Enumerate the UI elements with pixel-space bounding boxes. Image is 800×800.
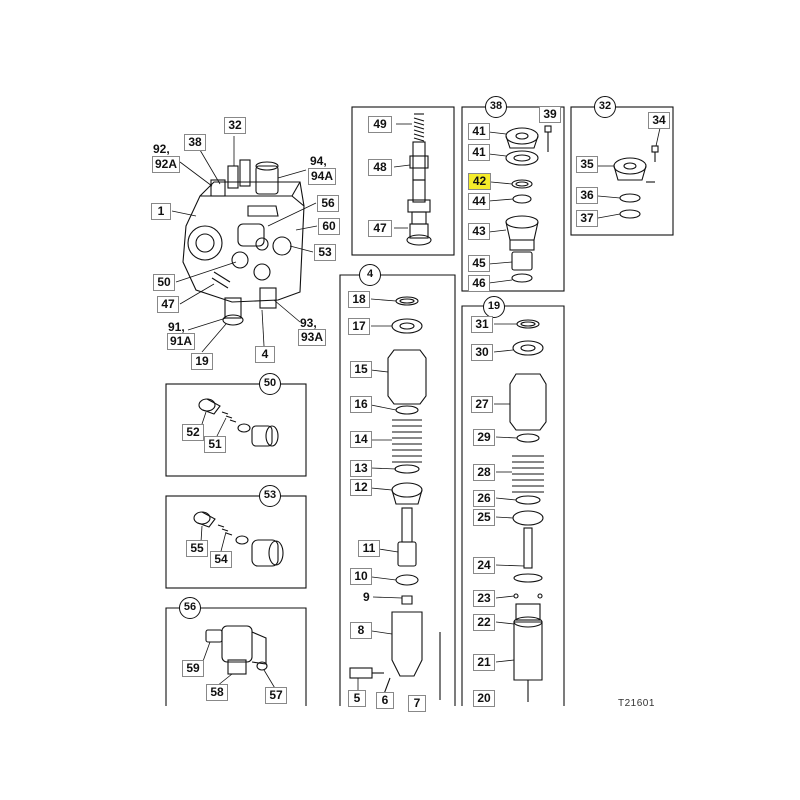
callout-47-spool: 47 <box>368 220 392 237</box>
group-circle-4: 4 <box>359 264 381 286</box>
panel-32 <box>570 106 674 236</box>
callout-26: 26 <box>473 490 495 507</box>
panel-53 <box>165 495 307 589</box>
callout-49: 49 <box>368 116 392 133</box>
callout-54: 54 <box>210 551 232 568</box>
callout-42-highlighted: 42 <box>468 173 491 190</box>
callout-45: 45 <box>468 255 490 272</box>
callout-38: 38 <box>184 134 206 151</box>
callout-44: 44 <box>468 193 490 210</box>
panel-49-47 <box>351 106 455 256</box>
callout-1: 1 <box>151 203 171 220</box>
callout-22: 22 <box>473 614 495 631</box>
callout-29: 29 <box>473 429 495 446</box>
panel-56 <box>165 607 307 706</box>
callout-19: 19 <box>191 353 213 370</box>
callout-30: 30 <box>471 344 493 361</box>
callout-37: 37 <box>576 210 598 227</box>
callout-6: 6 <box>376 692 394 709</box>
panel-38 <box>461 106 565 292</box>
solenoid-assembly-56 <box>205 625 268 675</box>
callout-93: 93, <box>300 316 317 330</box>
callout-4: 4 <box>255 346 275 363</box>
callout-10: 10 <box>350 568 372 585</box>
callout-28: 28 <box>473 464 495 481</box>
callout-5: 5 <box>348 690 366 707</box>
group-circle-50: 50 <box>259 373 281 395</box>
callout-12: 12 <box>350 479 372 496</box>
callout-17: 17 <box>348 318 370 335</box>
callout-11: 11 <box>358 540 380 557</box>
spool-assembly-47-49 <box>406 113 432 246</box>
callout-7: 7 <box>408 695 426 712</box>
callout-53: 53 <box>314 244 336 261</box>
spool-section-4 <box>349 296 441 700</box>
relief-kit-53 <box>193 511 284 567</box>
callout-18: 18 <box>348 291 370 308</box>
callout-15: 15 <box>350 361 372 378</box>
panel-50 <box>165 383 307 477</box>
callout-41-top: 41 <box>468 123 490 140</box>
drawing-reference-code: T21601 <box>618 698 655 709</box>
callout-92: 92, <box>153 142 170 156</box>
callout-39: 39 <box>539 106 561 123</box>
callout-94: 94, <box>310 154 327 168</box>
callout-24: 24 <box>473 557 495 574</box>
callout-25: 25 <box>473 509 495 526</box>
callout-20: 20 <box>473 690 495 707</box>
callout-36: 36 <box>576 187 598 204</box>
callout-92a: 92A <box>152 156 180 173</box>
callout-50: 50 <box>153 274 175 291</box>
panel-19 <box>461 305 565 706</box>
spool-section-19 <box>509 319 547 702</box>
group-circle-56: 56 <box>179 597 201 619</box>
callout-48: 48 <box>368 159 392 176</box>
callout-47: 47 <box>157 296 179 313</box>
callout-46: 46 <box>468 275 490 292</box>
callout-21: 21 <box>473 654 495 671</box>
callout-91: 91, <box>168 320 185 334</box>
callout-27: 27 <box>471 396 493 413</box>
callout-94a: 94A <box>308 168 336 185</box>
callout-14: 14 <box>350 431 372 448</box>
callout-16: 16 <box>350 396 372 413</box>
callout-57: 57 <box>265 687 287 704</box>
callout-41-bottom: 41 <box>468 144 490 161</box>
callout-91a: 91A <box>167 333 195 350</box>
group-circle-38: 38 <box>485 96 507 118</box>
callout-52: 52 <box>182 424 204 441</box>
callout-13: 13 <box>350 460 372 477</box>
group-circle-32: 32 <box>594 96 616 118</box>
callout-60: 60 <box>318 218 340 235</box>
callout-56: 56 <box>317 195 339 212</box>
callout-32: 32 <box>224 117 246 134</box>
callout-35: 35 <box>576 156 598 173</box>
callout-58: 58 <box>206 684 228 701</box>
callout-23: 23 <box>473 590 495 607</box>
panel-4 <box>339 274 456 706</box>
seal-kit-32 <box>613 145 659 219</box>
callout-43: 43 <box>468 223 490 240</box>
callout-55: 55 <box>186 540 208 557</box>
callout-31: 31 <box>471 316 493 333</box>
callout-9: 9 <box>363 590 370 604</box>
leader-lines-main <box>171 136 318 353</box>
group-circle-53: 53 <box>259 485 281 507</box>
valve-block-assembly <box>182 159 305 326</box>
callout-34: 34 <box>648 112 670 129</box>
seal-kit-38 <box>505 125 552 283</box>
callout-51: 51 <box>204 436 226 453</box>
group-circle-19: 19 <box>483 296 505 318</box>
callout-93a: 93A <box>298 329 326 346</box>
relief-kit-50 <box>198 398 279 447</box>
callout-59: 59 <box>182 660 204 677</box>
callout-8: 8 <box>350 622 372 639</box>
